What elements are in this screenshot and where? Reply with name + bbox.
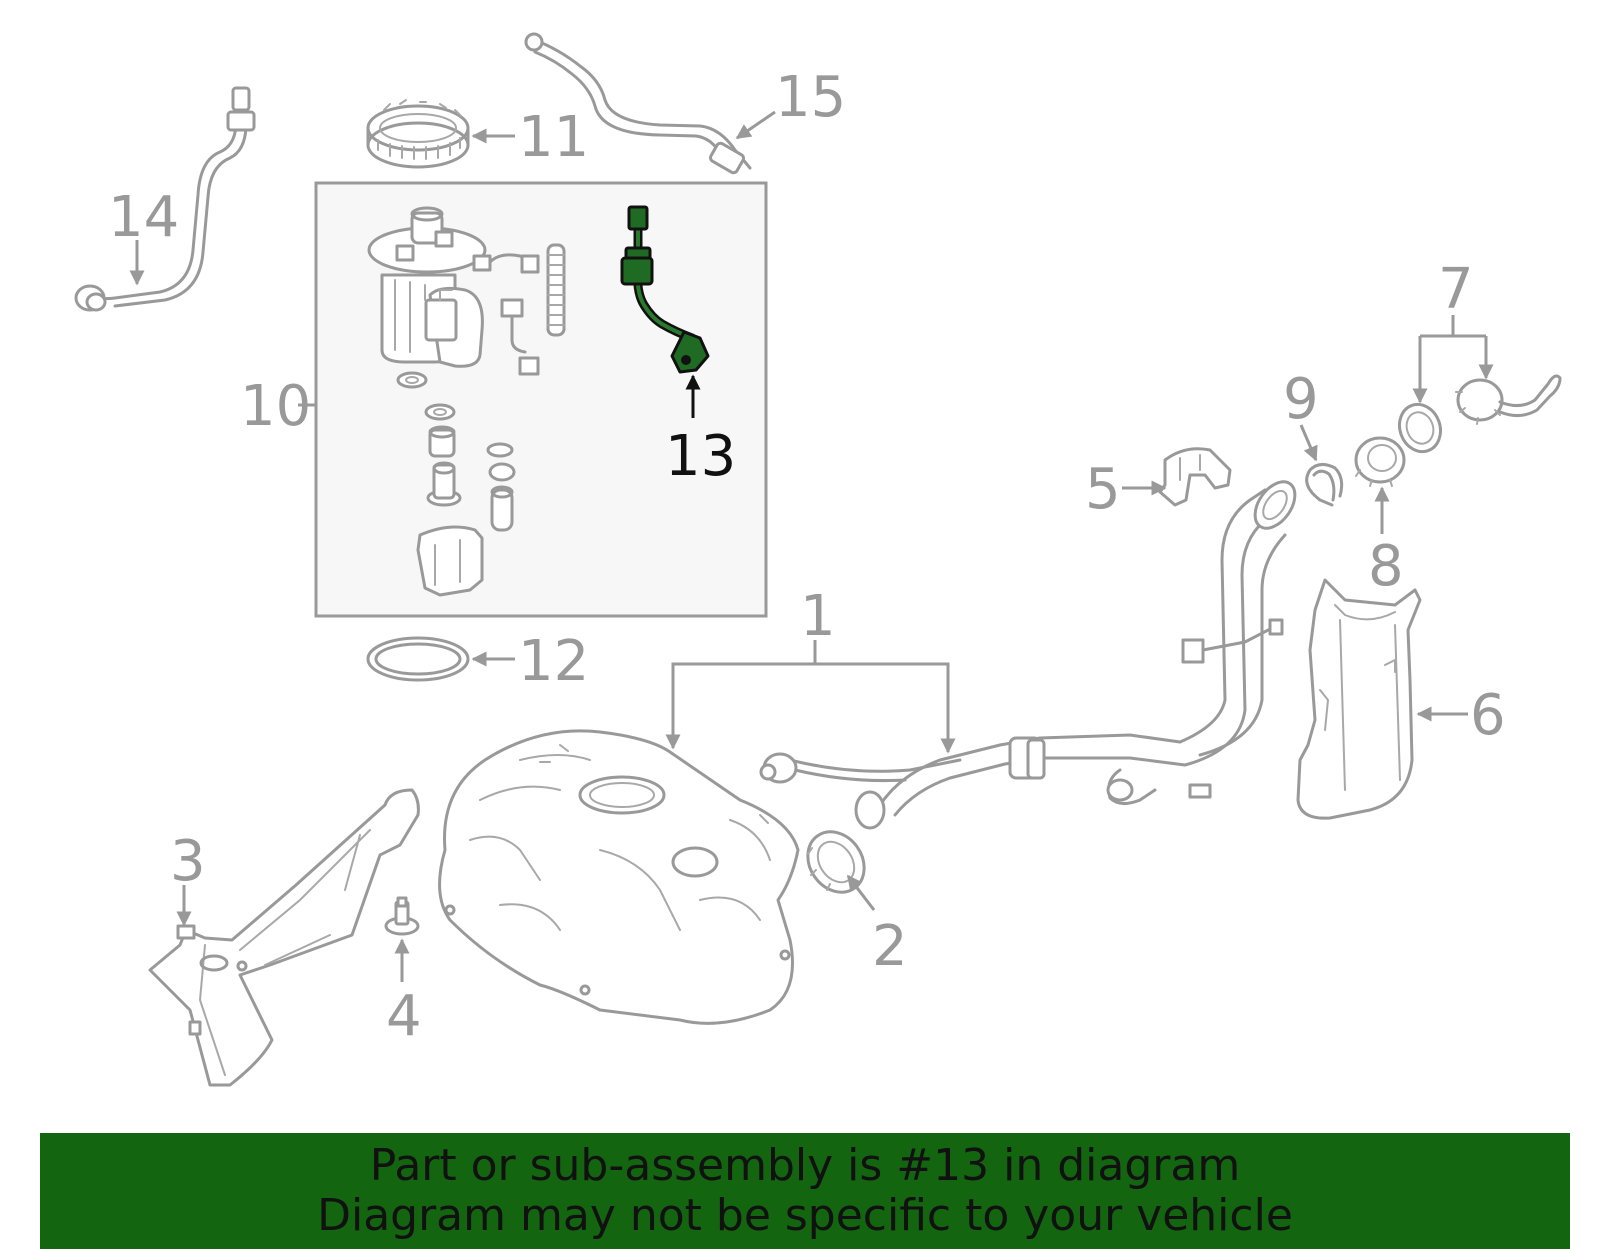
part-10-grommet [428, 425, 456, 458]
part-13-sender-harness [620, 205, 710, 374]
part-15-vapor-hose [524, 32, 752, 175]
part-5-bracket [1158, 447, 1232, 507]
part-10-washer-b [424, 403, 456, 421]
callout-13: 13 [665, 424, 736, 489]
part-4-clip [384, 896, 420, 936]
part-10-fuel-pump-assembly [367, 206, 487, 368]
callout-15: 15 [775, 65, 846, 130]
callout-1: 1 [800, 584, 836, 649]
callout-2: 2 [872, 914, 908, 979]
callout-3: 3 [170, 829, 206, 894]
callout-5: 5 [1085, 457, 1121, 522]
part-10-clip [488, 462, 516, 482]
banner-line-2: Diagram may not be specific to your vehi… [317, 1190, 1293, 1241]
callout-8: 8 [1368, 534, 1404, 599]
part-14-vent-tube [74, 86, 256, 312]
part-10-oring-a [486, 442, 514, 458]
banner-line-1: Part or sub-assembly is #13 in diagram [369, 1140, 1241, 1191]
part-9-snap-ring [1305, 463, 1344, 507]
callout-9-leader [1299, 424, 1318, 462]
part-3-heat-shield [148, 788, 420, 1087]
part-8-seal [1354, 436, 1406, 487]
part-1-filler-neck [759, 480, 1297, 830]
part-1-fuel-tank [438, 729, 800, 1025]
callout-12: 12 [518, 629, 589, 694]
part-10-lower-bracket [416, 525, 484, 597]
callout-2-leader [846, 874, 876, 911]
callout-7: 7 [1438, 257, 1474, 322]
part-12-gasket [366, 636, 470, 682]
part-10-sensor-plug [490, 485, 514, 532]
part-10-washer-a [396, 371, 428, 389]
callout-4: 4 [386, 984, 422, 1049]
part-10-regulator [426, 461, 462, 507]
callout-11: 11 [518, 105, 589, 170]
callout-14: 14 [108, 185, 179, 250]
part-7-fuel-cap [1397, 374, 1562, 454]
part-2-grommet [806, 830, 866, 894]
info-banner: Part or sub-assembly is #13 in diagram D… [40, 1133, 1570, 1249]
part-10-harness-b [500, 298, 540, 376]
part-10-spring [546, 243, 566, 337]
callout-9: 9 [1283, 367, 1319, 432]
callout-1-bracket [671, 662, 950, 742]
callout-10: 10 [240, 374, 311, 439]
part-6-protector [1296, 578, 1422, 820]
part-11-lock-ring [366, 99, 470, 169]
callout-6: 6 [1470, 683, 1506, 748]
callout-15-leader [735, 110, 776, 140]
part-10-harness-a [472, 253, 540, 274]
